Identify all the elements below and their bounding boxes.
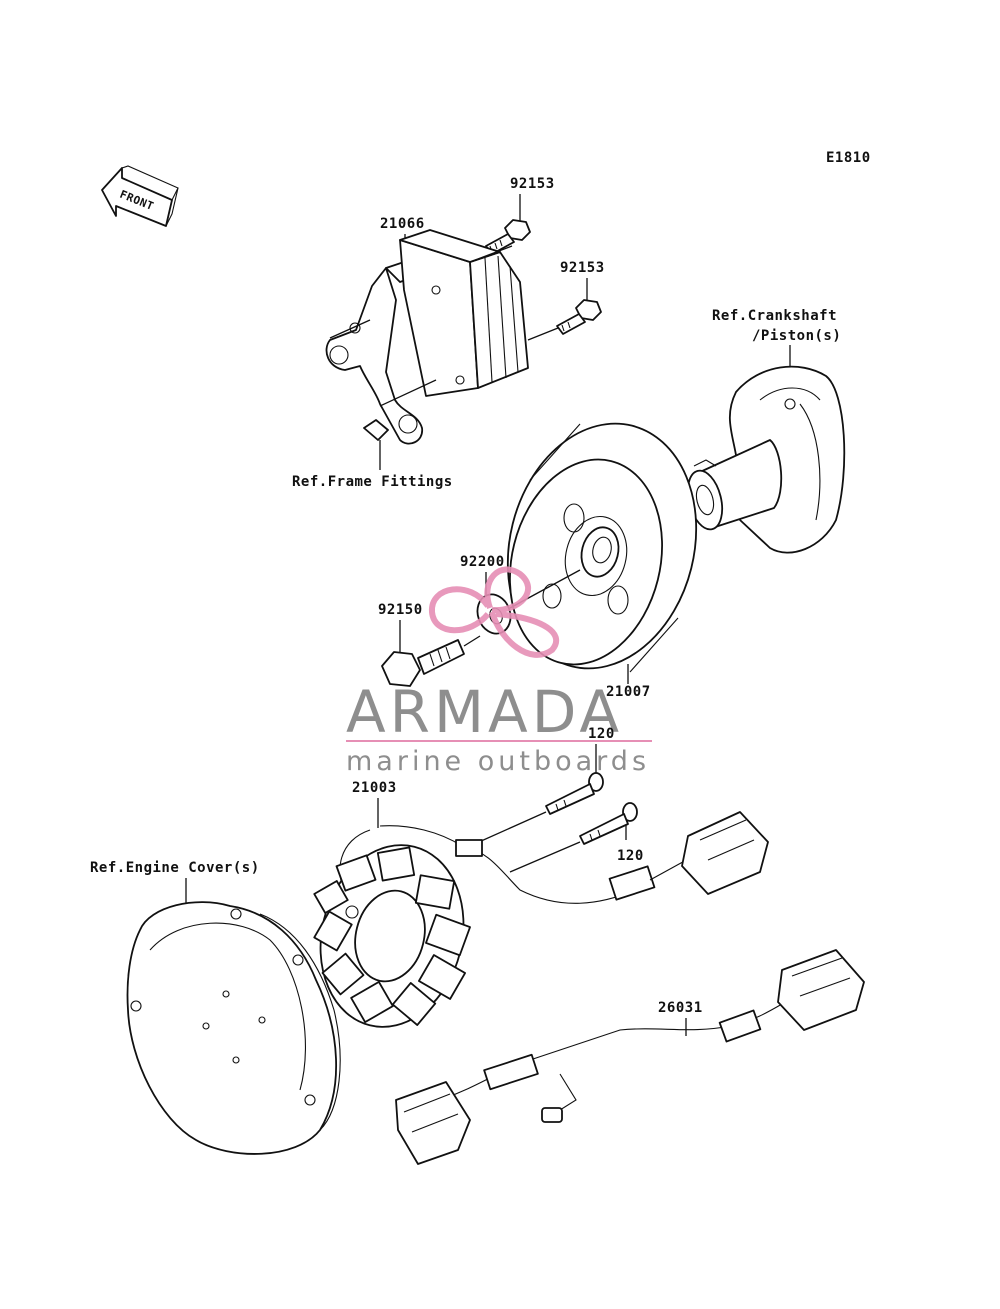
label-26031: 26031 (658, 1000, 703, 1016)
label-120-lower: 120 (617, 848, 644, 864)
front-arrow-icon: FRONT (101, 165, 179, 227)
watermark-tagline: marine outboards (346, 746, 650, 777)
label-92153-mid: 92153 (560, 260, 605, 276)
label-92150: 92150 (378, 602, 423, 618)
label-120-top: 120 (588, 726, 615, 742)
label-21003: 21003 (352, 780, 397, 796)
label-92153-top: 92153 (510, 176, 555, 192)
bolt-92153-top: 92153 (485, 176, 555, 255)
ref-frame-fittings: Ref.Frame Fittings (292, 474, 453, 490)
label-92200: 92200 (460, 554, 505, 570)
ref-piston: /Piston(s) (752, 328, 841, 344)
rotor-21007 (506, 422, 698, 684)
bolt-92153-mid: 92153 (556, 260, 605, 335)
ref-engine-cover: Ref.Engine Cover(s) (90, 860, 260, 876)
bolt-92150 (381, 620, 481, 687)
regulator-21066: 21066 (325, 216, 559, 470)
watermark-brand: ARMADA (346, 678, 623, 746)
ref-crankshaft: Ref.Crankshaft (712, 308, 837, 324)
bolt-120-lower (509, 802, 638, 873)
crankshaft (686, 345, 846, 554)
label-21066: 21066 (380, 216, 425, 232)
label-21007: 21007 (606, 684, 651, 700)
armada-logo-icon (429, 566, 560, 658)
diagram-code: E1810 (826, 150, 871, 166)
stator-21003 (313, 798, 769, 1028)
lead-26031 (395, 949, 865, 1165)
engine-cover (126, 878, 341, 1155)
